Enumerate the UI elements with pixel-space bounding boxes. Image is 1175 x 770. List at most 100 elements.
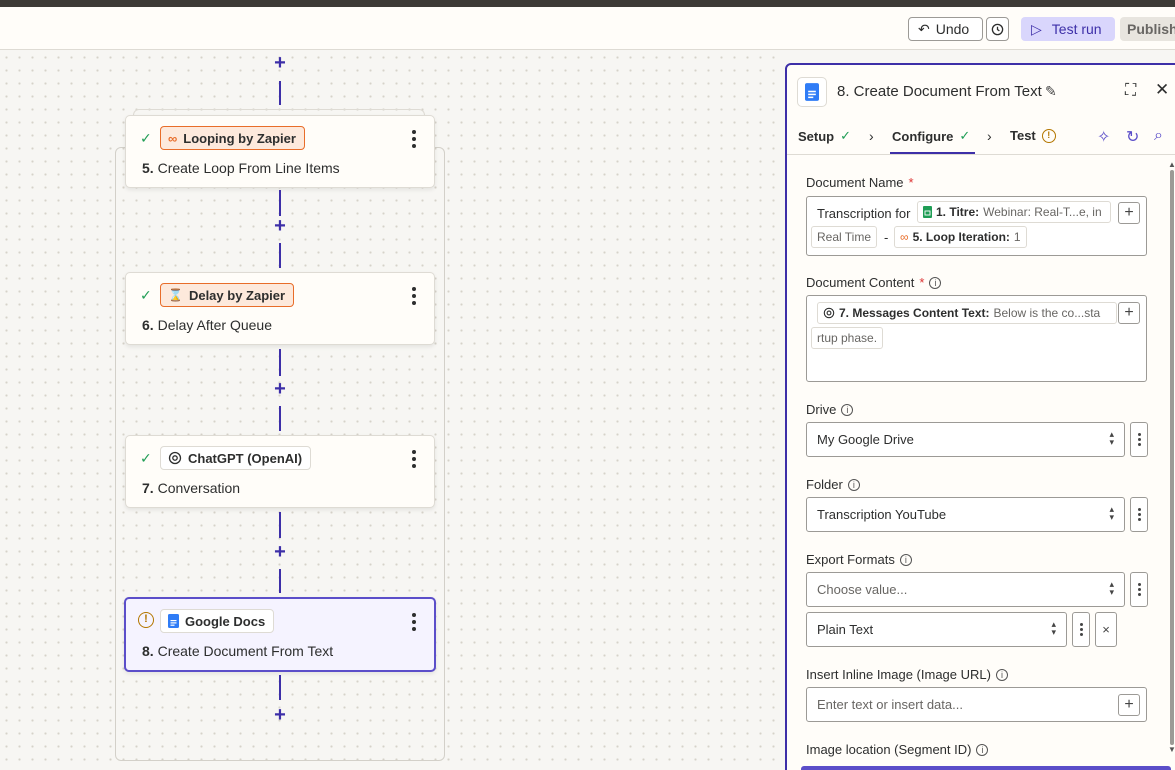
info-icon[interactable]: i <box>929 276 942 289</box>
check-icon: ✓ <box>140 130 152 146</box>
editor-toolbar: ↶ Undo ▷ Test run Publish <box>0 7 1175 50</box>
chevron-updown-icon: ▴▾ <box>1109 429 1114 447</box>
folder-label: Folder i <box>806 477 860 492</box>
app-chip: ⌛ Delay by Zapier <box>160 283 295 307</box>
window-top-strip <box>0 0 1175 7</box>
more-options-icon[interactable] <box>406 287 422 305</box>
inline-image-input[interactable]: Enter text or insert data... + <box>806 687 1147 722</box>
connector-line <box>279 406 281 431</box>
field-options-button[interactable] <box>1130 422 1148 457</box>
step-title: 8. Create Document From Text <box>142 643 334 659</box>
panel-title: 8. Create Document From Text <box>837 83 1042 100</box>
check-icon: ✓ <box>140 287 152 303</box>
chevron-updown-icon: ▴▾ <box>1109 504 1114 522</box>
connector-line <box>279 190 281 216</box>
zap-canvas[interactable]: + ✓ ∞ Looping by Zapier 5. Create Loop F… <box>0 51 785 770</box>
hourglass-icon: ⌛ <box>168 288 183 302</box>
app-chip: Google Docs <box>160 609 275 633</box>
step-card-8[interactable]: ! Google Docs 8. Create Document From Te… <box>124 597 436 672</box>
drive-label: Drive i <box>806 402 854 417</box>
google-sheets-icon <box>923 206 932 218</box>
refresh-icon[interactable]: ↻ <box>1126 129 1140 146</box>
connector-line <box>279 81 281 105</box>
folder-select[interactable]: Transcription YouTube ▴▾ <box>806 497 1125 532</box>
chevron-updown-icon: ▴▾ <box>1109 579 1114 597</box>
loop-icon: ∞ <box>900 230 909 244</box>
info-icon[interactable]: i <box>847 478 860 491</box>
edit-title-icon[interactable]: ✎ <box>1045 83 1057 99</box>
step-title: 5. Create Loop From Line Items <box>142 160 340 176</box>
data-pill[interactable]: 1. Titre:Webinar: Real-T...e, in <box>917 201 1111 223</box>
info-icon[interactable]: i <box>899 553 912 566</box>
info-icon[interactable]: i <box>976 743 989 756</box>
ai-sparkle-icon[interactable]: ✧ <box>1097 129 1111 146</box>
field-options-button[interactable] <box>1072 612 1090 647</box>
publish-button[interactable]: Publish <box>1120 17 1175 41</box>
inline-image-label: Insert Inline Image (Image URL) i <box>806 667 1008 682</box>
info-icon[interactable]: i <box>841 403 854 416</box>
close-icon[interactable]: ✕ <box>1155 80 1170 99</box>
add-step-button[interactable]: + <box>274 378 286 400</box>
step-card-5[interactable]: ✓ ∞ Looping by Zapier 5. Create Loop Fro… <box>125 115 435 188</box>
tab-setup[interactable]: Setup✓ <box>798 128 852 144</box>
google-docs-icon <box>168 614 179 628</box>
image-location-label: Image location (Segment ID) i <box>806 742 989 757</box>
insert-data-button[interactable]: + <box>1118 302 1140 324</box>
continue-button[interactable] <box>801 766 1171 770</box>
connector-line <box>279 569 281 593</box>
app-chip: ∞ Looping by Zapier <box>160 126 305 150</box>
insert-data-button[interactable]: + <box>1118 694 1140 716</box>
scroll-up-icon[interactable]: ▲ <box>1168 160 1175 169</box>
expand-icon[interactable]: ⛶ <box>1125 82 1137 99</box>
info-icon[interactable]: i <box>995 668 1008 681</box>
more-options-icon[interactable] <box>406 130 422 148</box>
more-options-icon[interactable] <box>406 613 422 631</box>
add-step-button[interactable]: + <box>274 52 286 74</box>
document-content-field[interactable]: 7. Messages Content Text:Below is the co… <box>806 295 1147 382</box>
step-editor-panel: 8. Create Document From Text ✎ ⛶ ✕ Setup… <box>785 63 1175 770</box>
check-icon: ✓ <box>840 128 852 143</box>
chevron-updown-icon: ▴▾ <box>1051 619 1056 637</box>
insert-data-button[interactable]: + <box>1118 202 1140 224</box>
document-name-field[interactable]: Transcription for 1. Titre:Webinar: Real… <box>806 196 1147 256</box>
step-title: 6. Delay After Queue <box>142 317 272 333</box>
more-options-icon[interactable] <box>406 450 422 468</box>
field-options-button[interactable] <box>1130 497 1148 532</box>
scroll-down-icon[interactable]: ▼ <box>1168 745 1175 754</box>
step-card-6[interactable]: ✓ ⌛ Delay by Zapier 6. Delay After Queue <box>125 272 435 345</box>
undo-button[interactable]: ↶ Undo <box>908 17 983 41</box>
data-pill[interactable]: ∞ 5. Loop Iteration:1 <box>894 226 1027 248</box>
version-history-button[interactable] <box>986 17 1009 41</box>
data-pill[interactable]: Real Time <box>811 226 878 248</box>
warning-icon: ! <box>138 612 154 628</box>
connector-line <box>279 349 281 376</box>
drive-select[interactable]: My Google Drive ▴▾ <box>806 422 1125 457</box>
openai-icon <box>168 451 182 465</box>
connector-line <box>279 243 281 268</box>
add-step-button[interactable]: + <box>274 215 286 237</box>
panel-tabs: Setup✓ › Configure✓ › Test! ✧ ↻ ⌕ <box>787 117 1175 155</box>
export-formats-label: Export Formats i <box>806 552 912 567</box>
data-pill-continuation[interactable]: rtup phase. <box>811 327 884 349</box>
step-title: 7. Conversation <box>142 480 241 496</box>
history-icon <box>991 23 1004 35</box>
search-icon[interactable]: ⌕ <box>1154 127 1163 144</box>
add-step-button[interactable]: + <box>274 541 286 563</box>
step-card-7[interactable]: ✓ ChatGPT (OpenAI) 7. Conversation <box>125 435 435 508</box>
add-step-button[interactable]: + <box>274 704 286 726</box>
export-formats-select[interactable]: Choose value... ▴▾ <box>806 572 1125 607</box>
field-options-button[interactable] <box>1130 572 1148 607</box>
chevron-right-icon: › <box>987 128 992 144</box>
loop-group-header <box>133 109 425 119</box>
remove-item-button[interactable]: × <box>1095 612 1117 647</box>
scrollbar[interactable] <box>1170 170 1174 745</box>
connector-line <box>279 675 281 700</box>
test-run-button[interactable]: ▷ Test run <box>1021 17 1115 41</box>
tab-configure[interactable]: Configure✓ <box>892 128 971 144</box>
data-pill[interactable]: 7. Messages Content Text:Below is the co… <box>817 302 1117 324</box>
undo-icon: ↶ <box>918 20 930 37</box>
app-chip: ChatGPT (OpenAI) <box>160 446 312 470</box>
tab-test[interactable]: Test! <box>1010 128 1056 143</box>
export-format-item-select[interactable]: Plain Text ▴▾ <box>806 612 1067 647</box>
openai-icon <box>823 307 835 319</box>
